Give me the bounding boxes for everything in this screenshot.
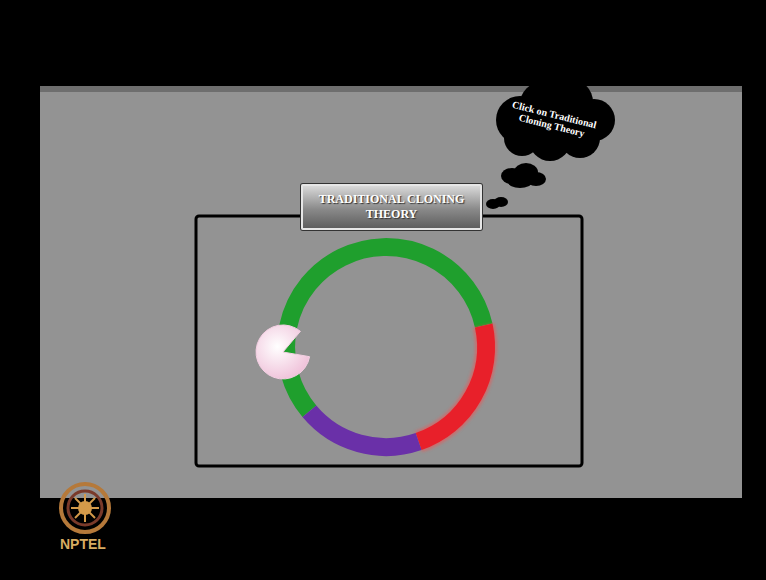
nptel-logo <box>61 484 109 532</box>
logo-ring <box>68 491 102 525</box>
panel-edge <box>40 86 742 92</box>
enzyme-shape <box>256 325 310 379</box>
button-label: TRADITIONAL CLONING THEORY <box>309 192 475 222</box>
plasmid-red-glow <box>419 326 486 442</box>
logo-spokes <box>71 494 99 522</box>
plasmid-green-segment <box>286 247 484 411</box>
plasmid-purple-segment <box>309 411 418 447</box>
thought-bubble <box>508 176 532 188</box>
frame-box <box>196 216 582 466</box>
thought-bubbles <box>486 163 546 209</box>
logo-ring <box>61 484 109 532</box>
gray-panel <box>40 88 742 498</box>
logo-text: NPTEL <box>60 536 106 552</box>
title-button: TRADITIONAL CLONING THEORY <box>301 184 482 230</box>
plasmid-red-segment <box>419 326 486 442</box>
thought-bubble <box>494 197 508 207</box>
thought-cloud: Click on Traditional Cloning Theory <box>490 80 616 160</box>
